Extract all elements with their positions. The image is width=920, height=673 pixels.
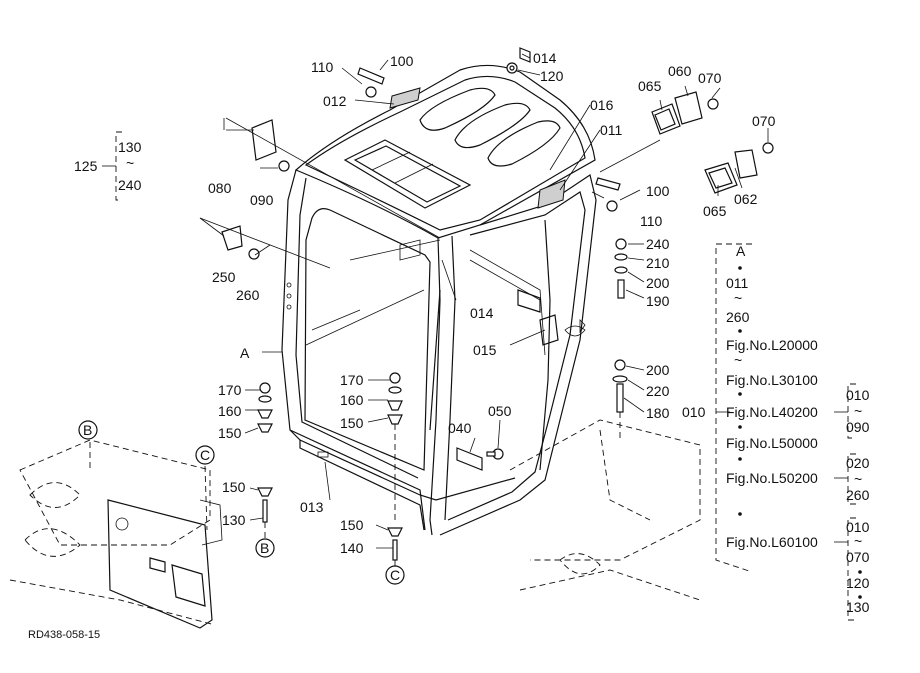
side-panel [107,499,223,629]
callout-150-c: 150 [222,479,246,495]
callout-070-b: 070 [752,113,776,129]
callout-016: 016 [590,97,614,113]
callout-010: 010 [682,404,706,420]
group3-item-1: 010 [846,519,870,535]
callout-100-b: 100 [646,183,670,199]
ref-c-top: C [200,447,210,463]
callout-150-b: 150 [340,415,364,431]
callout-065-b: 065 [703,203,727,219]
callout-200: 200 [646,275,670,291]
callout-125: 125 [74,158,98,174]
callout-065: 065 [638,78,662,94]
legend-tilde-1: ~ [734,290,742,306]
callout-A: A [240,345,250,361]
callout-090: 090 [250,192,274,208]
ref-circle-b-bottom [255,538,275,558]
machine-base-outline [9,419,701,626]
group2-start: 020 [846,455,870,471]
callout-150: 150 [218,425,242,441]
group1-tilde: ~ [854,403,862,419]
callout-011: 011 [600,122,623,138]
model-l60100: Fig.No.L60100 [726,534,818,550]
callout-110: 110 [311,59,334,75]
legend-tilde-2: ~ [734,352,742,368]
callout-160: 160 [218,403,242,419]
callout-060: 060 [668,63,692,79]
range-tilde: ~ [126,155,134,171]
callout-013: 013 [300,499,324,515]
callout-260: 260 [236,287,260,303]
callout-012: 012 [323,93,347,109]
model-l50000: Fig.No.L50000 [726,435,818,451]
ref-b-bottom: B [260,540,269,556]
callout-110-b: 110 [640,213,663,229]
model-l20000: Fig.No.L20000 [726,337,818,353]
cabin-frame [281,64,597,536]
model-l30100: Fig.No.L30100 [726,372,818,388]
callout-170: 170 [218,382,242,398]
callout-210: 210 [646,255,670,271]
callout-220: 220 [646,383,670,399]
callout-160-b: 160 [340,392,364,408]
group3-item-4: 130 [846,599,870,615]
callout-014: 014 [533,50,557,66]
callout-190: 190 [646,293,670,309]
group2-tilde: ~ [854,471,862,487]
callout-180: 180 [646,405,670,421]
range-240: 240 [118,177,142,193]
legend-range-end: 260 [726,309,750,325]
range-130: 130 [118,139,142,155]
ref-circle-c-bottom [385,565,405,585]
callout-170-b: 170 [340,372,364,388]
group1-start: 010 [846,387,870,403]
ref-circle-b-top [78,420,98,440]
callout-120: 120 [540,68,564,84]
callout-014-b: 014 [470,305,494,321]
applicability-legend: A 011 ~ 260 Fig.No.L20000 ~ Fig.No.L3010… [682,243,870,621]
callout-070: 070 [698,70,722,86]
callout-250: 250 [212,269,236,285]
callout-130: 130 [222,512,246,528]
callout-240: 240 [646,236,670,252]
drawing-code: RD438-058-15 [28,629,100,641]
callout-150-d: 150 [340,517,364,533]
leader-lines [89,53,769,566]
callout-080: 080 [208,180,232,196]
group3-item-3: 120 [846,575,870,591]
group3-item-2: 070 [846,549,870,565]
ref-circle-c-top [195,445,215,465]
hardware-parts [221,47,774,561]
model-l40200: Fig.No.L40200 [726,404,818,420]
legend-head: A [736,243,746,259]
model-l50200: Fig.No.L50200 [726,470,818,486]
callout-200-b: 200 [646,362,670,378]
group1-end: 090 [846,419,870,435]
ref-c-bottom: C [390,567,400,583]
callout-140: 140 [340,540,364,556]
callout-100: 100 [390,53,414,69]
group2-end: 260 [846,487,870,503]
group3-tilde: ~ [854,533,862,549]
ref-b-top: B [83,422,92,438]
callout-015: 015 [473,342,497,358]
callout-062: 062 [734,191,758,207]
part-callouts: 110 100 012 014 120 016 011 065 060 070 … [28,50,776,641]
callout-050: 050 [488,403,512,419]
legend-range-start: 011 [726,275,749,291]
callout-040: 040 [448,420,472,436]
